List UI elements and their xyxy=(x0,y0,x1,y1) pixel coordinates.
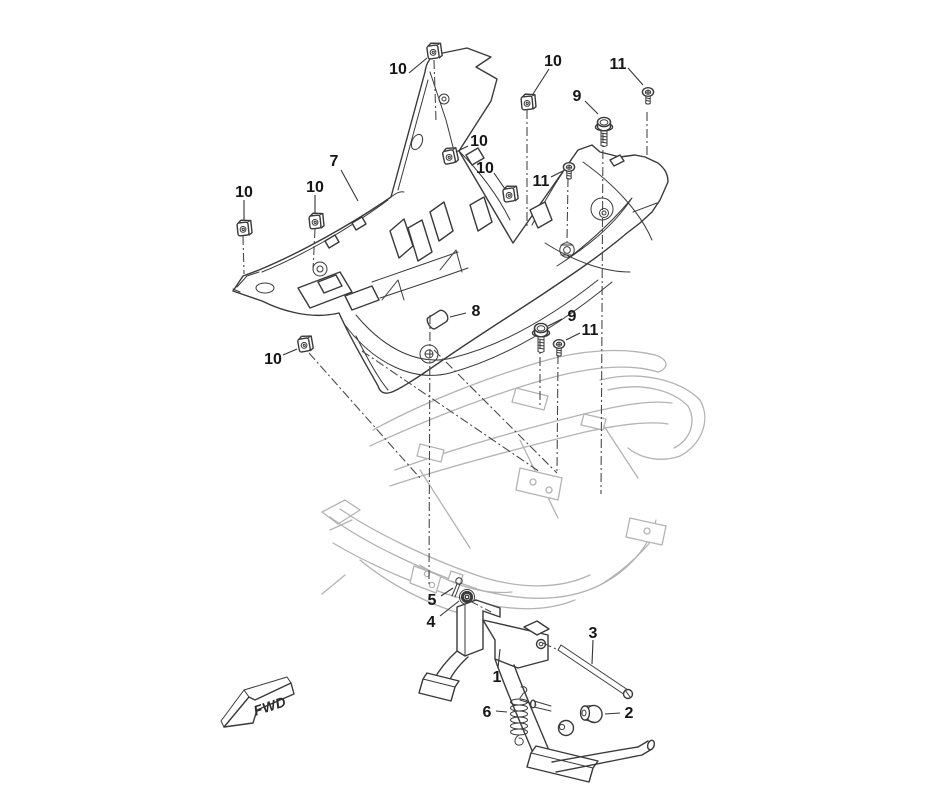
clip-nut-part-10 xyxy=(296,333,315,354)
part-number-label: 10 xyxy=(389,61,407,78)
part-number-label: 6 xyxy=(483,704,492,721)
projection-line xyxy=(469,600,492,613)
flange-bolt-part-9 xyxy=(594,116,614,148)
part-number-label: 11 xyxy=(610,56,627,73)
callout-leader-line xyxy=(497,648,501,669)
projection-line xyxy=(433,349,558,474)
callout-leader-line xyxy=(439,600,460,617)
fwd-label: FWD xyxy=(251,693,288,719)
chassis-frame-art xyxy=(321,349,706,616)
screw-part-11 xyxy=(641,86,655,105)
part-number-label: 5 xyxy=(428,592,437,609)
projection-line xyxy=(542,642,557,650)
screw-part-11 xyxy=(552,339,566,357)
callout-leader-line xyxy=(565,332,581,341)
part-number-label: 11 xyxy=(533,173,550,190)
part-number-label: 7 xyxy=(330,153,339,170)
projection-line xyxy=(428,314,431,586)
part-number-label: 10 xyxy=(470,133,488,150)
part-number-label: 10 xyxy=(544,53,562,70)
part-number-label: 1 xyxy=(493,669,502,686)
clip-nut-part-10 xyxy=(307,211,325,230)
return-spring-part-6 xyxy=(510,686,528,746)
part-number-label: 10 xyxy=(306,179,324,196)
callout-leader-line xyxy=(493,172,506,190)
projection-line xyxy=(242,235,245,275)
footrest-cap-part-8 xyxy=(426,309,449,330)
callout-leader-line xyxy=(591,639,594,665)
callout-leader-line xyxy=(532,68,550,95)
part-number-label: 3 xyxy=(589,625,598,642)
callout-leader-line xyxy=(455,145,469,153)
callout-leader-line xyxy=(340,169,359,202)
callout-leader-line xyxy=(495,710,508,713)
projection-line xyxy=(312,228,316,271)
part-number-label: 10 xyxy=(235,184,253,201)
callouts-layer: 10 10 11 9 10 10 11 7 10 10 8 10 9 11 5 4 3 1 6 2 xyxy=(235,53,644,722)
clip-nut-part-10 xyxy=(520,92,537,111)
callout-leader-line xyxy=(449,312,467,318)
projection-line xyxy=(361,350,541,473)
projection-lines-layer xyxy=(242,59,648,650)
projection-line xyxy=(556,354,559,473)
part-number-label: 10 xyxy=(476,160,494,177)
callout-leader-line xyxy=(584,100,599,115)
flange-bolt-part-9 xyxy=(531,322,551,354)
part-number-label: 4 xyxy=(427,614,436,631)
clip-nut-part-10 xyxy=(425,41,444,60)
clip-nut-part-10 xyxy=(235,218,253,237)
callout-leader-line xyxy=(440,587,454,597)
part-number-label: 11 xyxy=(582,322,599,339)
center-stand-art xyxy=(418,577,656,783)
part-number-label: 8 xyxy=(472,303,481,320)
callout-leader-line xyxy=(627,67,644,86)
callout-leader-line xyxy=(282,348,298,356)
part-number-label: 10 xyxy=(264,351,282,368)
part-number-label: 2 xyxy=(625,705,634,722)
part-number-label: 9 xyxy=(573,88,582,105)
callout-leader-line xyxy=(550,170,564,178)
fwd-direction-arrow: FWD xyxy=(220,676,295,728)
projection-line xyxy=(433,59,437,122)
clip-nut-part-10 xyxy=(501,184,520,203)
part-number-label: 9 xyxy=(568,308,577,325)
callout-leader-line xyxy=(547,318,563,327)
callout-leader-line xyxy=(604,712,621,715)
footrest-board-art xyxy=(232,47,669,394)
projection-line xyxy=(308,352,421,479)
callout-leader-line xyxy=(408,57,428,74)
projection-line xyxy=(566,177,569,243)
